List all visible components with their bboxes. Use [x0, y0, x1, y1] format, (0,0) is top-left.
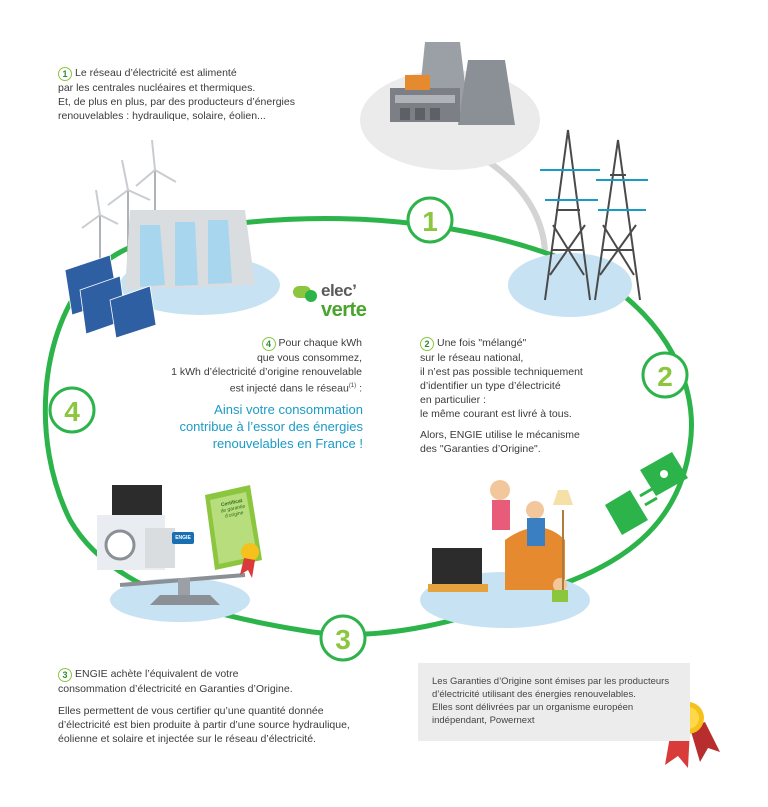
step-badge-4-label: 4 [64, 396, 80, 427]
logo-line-1: elec’ [321, 281, 357, 300]
step-4-highlight-line-1: Ainsi votre consommation [214, 402, 363, 417]
step-4-number: 4 [261, 337, 276, 351]
step-3-line-4: d’électricité est bien produite à partir… [58, 719, 350, 731]
step-badge-4: 4 [48, 386, 96, 434]
renewables-illustration [64, 139, 280, 339]
step-3-number: 3 [58, 668, 72, 682]
step-3-line-2: consommation d’électricité en Garanties … [58, 683, 293, 695]
plug-icon [605, 452, 688, 535]
power-plant-illustration [360, 42, 540, 170]
step-badge-3: 3 [319, 614, 367, 662]
step-4-highlight-line-3: renouvelables en France ! [212, 436, 363, 451]
step-2-number: 2 [420, 337, 434, 351]
step-badge-2: 2 [641, 351, 689, 399]
step-4-highlight: Ainsi votre consommation contribue à l’e… [150, 401, 363, 452]
step-1-line-4: renouvelables : hydraulique, solaire, éo… [58, 110, 266, 122]
step-2-line-1: Une fois "mélangé" [437, 337, 527, 349]
note-line-3: Elles sont délivrées par un organisme eu… [432, 702, 634, 713]
step-2-line-3: il n’est pas possible techniquement [420, 366, 583, 378]
step-badge-1-label: 1 [422, 206, 438, 237]
step-4-line-4: est injecté dans le réseau [229, 382, 349, 395]
step-3-line-3: Elles permettent de vous certifier qu’un… [58, 705, 324, 717]
note-line-2: d’électricité utilisant des énergies ren… [432, 689, 636, 700]
elec-verte-logo: elec’ verte [321, 281, 367, 321]
step-4-line-2: que vous consommez, [256, 352, 362, 364]
logo-line-2: verte [321, 299, 367, 321]
logo-mark [293, 286, 317, 302]
step-4-line-5: : [356, 382, 362, 395]
step-badge-1: 1 [406, 196, 454, 244]
step-1-line-3: Et, de plus en plus, par des producteurs… [58, 96, 295, 108]
step-2-line-4: d’identifier un type d’électricité [420, 380, 561, 392]
appliances-illustration [97, 485, 262, 622]
step-2-line-6: le même courant est livré à tous. [420, 408, 572, 420]
step-1-line-1: Le réseau d’électricité est alimenté [75, 67, 237, 79]
step-2-line-8: des "Garanties d’Origine". [420, 443, 541, 455]
step-3-line-1: ENGIE achète l’équivalent de votre [75, 668, 239, 680]
note-line-1: Les Garanties d’Origine sont émises par … [432, 676, 670, 687]
step-badge-2-label: 2 [657, 361, 673, 392]
family-illustration [420, 480, 590, 628]
step-1-number: 1 [58, 67, 72, 81]
step-1-line-2: par les centrales nucléaires et thermiqu… [58, 82, 256, 94]
step-3-line-5: éolienne et solaire et injectée sur le r… [58, 733, 316, 745]
note-line-4: indépendant, Powernext [432, 715, 535, 726]
step-4-line-3: 1 kWh d’électricité d’origine renouvelab… [171, 366, 362, 378]
step-2-line-2: sur le réseau national, [420, 352, 524, 364]
step-4-line-1: Pour chaque kWh [278, 337, 362, 349]
guarantee-note: Les Garanties d’Origine sont émises par … [418, 663, 690, 741]
pylons-illustration [508, 129, 648, 317]
engie-badge: ENGIE [175, 535, 191, 541]
step-2-line-7: Alors, ENGIE utilise le mécanisme [420, 429, 580, 441]
step-badge-3-label: 3 [335, 624, 351, 655]
step-4-footnote: (1) [348, 383, 357, 389]
step-2-line-5: en particulier : [420, 394, 486, 406]
step-4-highlight-line-2: contribue à l’essor des énergies [179, 419, 363, 434]
